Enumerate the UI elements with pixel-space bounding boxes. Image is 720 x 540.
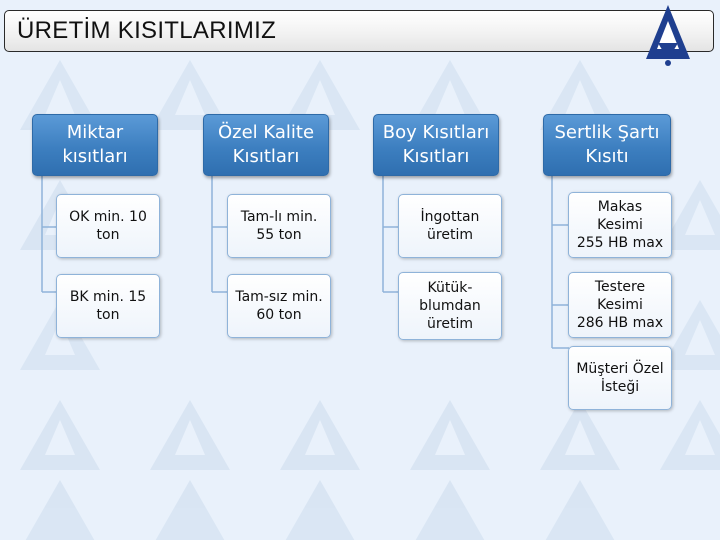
- page-title: ÜRETİM KISITLARIMIZ: [17, 17, 277, 44]
- header-miktar-kisitlari: Miktar kısıtları: [32, 114, 158, 176]
- leaf-tam-li: Tam-lı min. 55 ton: [227, 194, 331, 258]
- leaf-ok-min: OK min. 10 ton: [56, 194, 160, 258]
- leaf-makas-kesimi: Makas Kesimi 255 HB max: [568, 192, 672, 258]
- leaf-ingottan-uretim: İngottan üretim: [398, 194, 502, 258]
- header-sertlik-sarti: Sertlik Şartı Kısıtı: [543, 114, 671, 176]
- leaf-tam-siz: Tam-sız min. 60 ton: [227, 274, 331, 338]
- leaf-testere-kesimi: Testere Kesimi 286 HB max: [568, 272, 672, 338]
- title-bar: ÜRETİM KISITLARIMIZ: [4, 10, 714, 52]
- header-ozel-kalite: Özel Kalite Kısıtları: [203, 114, 329, 176]
- leaf-bk-min: BK min. 15 ton: [56, 274, 160, 338]
- triangle-a-logo-icon: [646, 5, 690, 66]
- header-boy-kisitlari: Boy Kısıtları Kısıtları: [373, 114, 499, 176]
- leaf-kutuk-blumdan-uretim: Kütük- blumdan üretim: [398, 272, 502, 340]
- leaf-musteri-ozel-istegi: Müşteri Özel İsteği: [568, 346, 672, 410]
